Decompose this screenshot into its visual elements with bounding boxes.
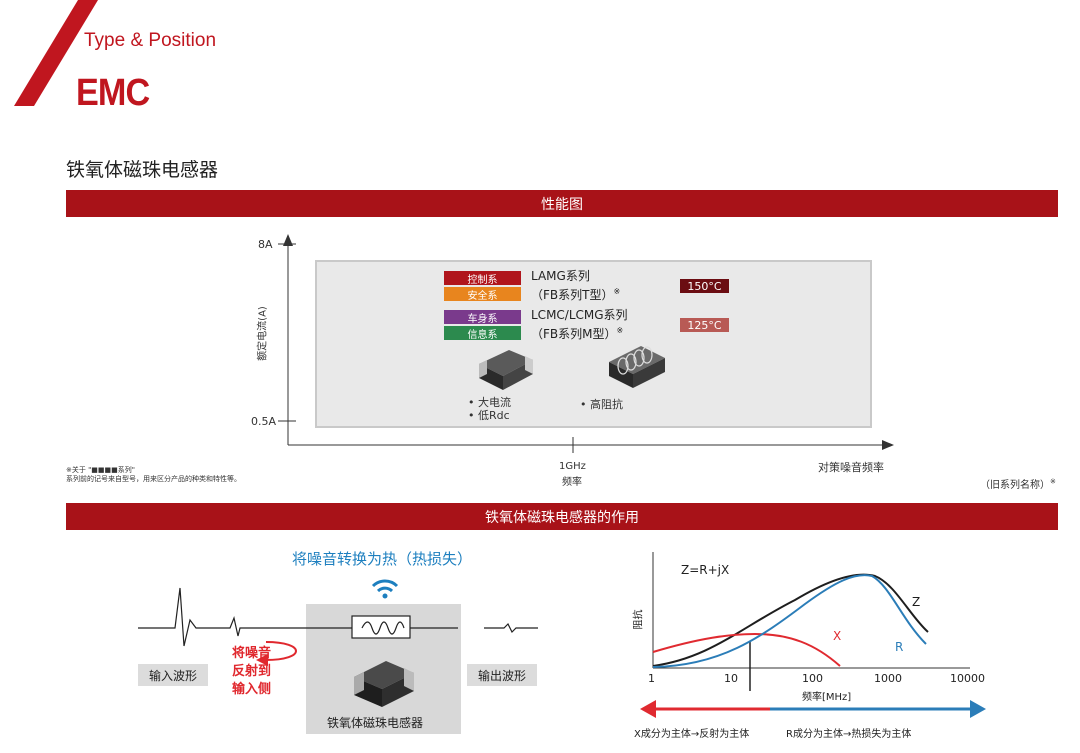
right-note: R成分为主体→热损失为主体 bbox=[786, 729, 912, 740]
waveform-diagram bbox=[138, 587, 538, 666]
x-axis-end-label: 对策噪音频率 bbox=[818, 461, 884, 474]
performance-bar: 性能图 bbox=[66, 190, 1058, 217]
performance-bar-label: 性能图 bbox=[541, 196, 583, 213]
performance-axes bbox=[278, 234, 894, 453]
series-lamg-mark: ※ bbox=[613, 287, 621, 296]
noise-to-heat-title: 将噪音转换为热（热损失） bbox=[292, 550, 473, 568]
reflect-note-3: 输入侧 bbox=[232, 682, 272, 697]
feature-high-current-2: • 低Rdc bbox=[468, 409, 510, 422]
header-slash-decoration bbox=[14, 0, 98, 106]
series-lcmc-sub: （FB系列M型） bbox=[531, 327, 617, 341]
function-bar-label: 铁氧体磁珠电感器的作用 bbox=[485, 509, 639, 526]
reflect-note-2: 反射到 bbox=[232, 664, 272, 679]
y-bottom-label: 0.5A bbox=[251, 415, 277, 428]
series-lcmc: LCMC/LCMG系列 （FB系列M型）※ bbox=[531, 307, 628, 342]
x-tick-10: 10 bbox=[724, 672, 738, 685]
curve-r-label: R bbox=[895, 640, 904, 654]
x-tick-100: 100 bbox=[802, 672, 823, 685]
x-tick-10000: 10000 bbox=[950, 672, 985, 685]
output-wave-label: 输出波形 bbox=[467, 664, 537, 686]
y-axis-label: 额定电流(A) bbox=[257, 306, 269, 361]
reflect-note: 将噪音 反射到 输入侧 bbox=[232, 645, 271, 699]
function-bar: 铁氧体磁珠电感器的作用 bbox=[66, 503, 1058, 530]
impedance-x-label: 频率[MHz] bbox=[802, 692, 852, 703]
performance-box: 控制系 安全系 车身系 信息系 LAMG系列 （FB系列T型）※ LCMC/LC… bbox=[315, 260, 872, 428]
footnote-right-text: （旧系列名称） bbox=[980, 480, 1050, 491]
footnote-right-mark: ※ bbox=[1050, 477, 1056, 486]
impedance-formula: Z=R+jX bbox=[681, 563, 730, 577]
emc-title: EMC bbox=[76, 72, 150, 114]
series-lamg: LAMG系列 （FB系列T型）※ bbox=[531, 268, 620, 303]
curve-z-label: Z bbox=[912, 595, 921, 609]
reflect-note-1: 将噪音 bbox=[232, 646, 272, 661]
input-wave-label: 输入波形 bbox=[138, 664, 208, 686]
y-top-label: 8A bbox=[258, 238, 273, 251]
series-lamg-name: LAMG系列 bbox=[531, 269, 590, 283]
temp-150-badge: 150°C bbox=[680, 279, 729, 293]
footnote-left: ※关于 "■■■■系列" 系列前的记号来自型号，用来区分产品的种类和特性等。 bbox=[66, 466, 241, 484]
type-position-label: Type & Position bbox=[84, 30, 217, 51]
footnote-line-2: 系列前的记号来自型号，用来区分产品的种类和特性等。 bbox=[66, 475, 241, 483]
bead-chip-picture bbox=[479, 350, 533, 390]
tag-body: 车身系 bbox=[444, 310, 521, 325]
feature-high-impedance: • 高阻抗 bbox=[580, 398, 623, 411]
impedance-y-label: 阻抗 bbox=[633, 609, 645, 630]
footnote-right: （旧系列名称）※ bbox=[980, 476, 1056, 491]
footnote-line-1: ※关于 "■■■■系列" bbox=[66, 466, 135, 474]
section-title: 铁氧体磁珠电感器 bbox=[66, 159, 219, 181]
bead-component-label: 铁氧体磁珠电感器 bbox=[327, 716, 424, 730]
tag-control: 控制系 bbox=[444, 271, 521, 286]
x-tick-label: 1GHz bbox=[559, 461, 586, 472]
series-lcmc-mark: ※ bbox=[616, 326, 624, 335]
tag-info: 信息系 bbox=[444, 326, 521, 341]
left-note: X成分为主体→反射为主体 bbox=[634, 729, 750, 740]
x-tick-1000: 1000 bbox=[874, 672, 902, 685]
bead-component-picture bbox=[354, 661, 414, 707]
temp-125-badge: 125°C bbox=[680, 318, 729, 332]
curve-x-label: X bbox=[833, 629, 842, 643]
series-lcmc-name: LCMC/LCMG系列 bbox=[531, 308, 628, 322]
feature-high-current-1: • 大电流 bbox=[468, 396, 511, 409]
feature-high-current: • 大电流 • 低Rdc bbox=[468, 396, 511, 422]
wifi-heat-icon bbox=[371, 579, 399, 599]
x-tick-caption: 频率 bbox=[562, 477, 582, 488]
tag-safety: 安全系 bbox=[444, 287, 521, 302]
wound-chip-picture bbox=[609, 346, 665, 388]
series-lamg-sub: （FB系列T型） bbox=[531, 288, 614, 302]
impedance-chart bbox=[640, 552, 986, 718]
x-tick-1: 1 bbox=[648, 672, 655, 685]
